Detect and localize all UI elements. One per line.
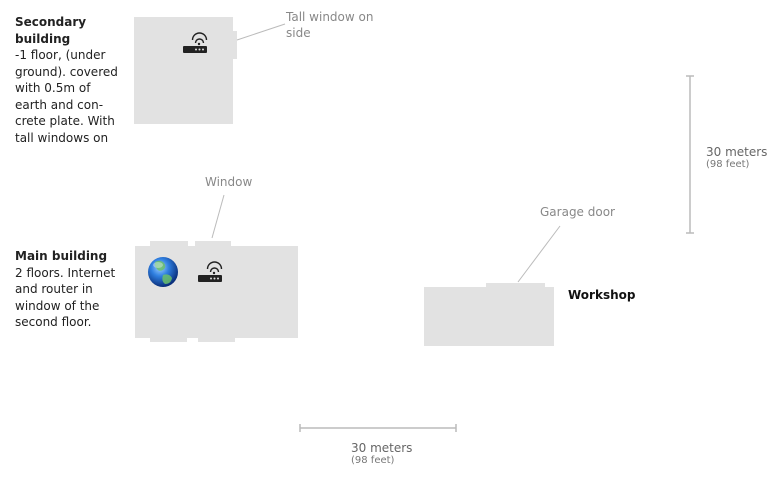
horizontal-scale-label: 30 meters (98 feet) bbox=[351, 441, 412, 466]
vertical-scale-feet: (98 feet) bbox=[706, 159, 750, 170]
secondary-building bbox=[134, 17, 233, 124]
garage-door-callout-label: Garage door bbox=[540, 205, 615, 219]
vertical-scale-label: 30 meters (98 feet) bbox=[706, 145, 767, 170]
horizontal-scale-bar bbox=[299, 424, 457, 432]
wifi-router-icon bbox=[183, 32, 208, 53]
secondary-building-title: Secondary building bbox=[15, 15, 87, 46]
workshop-garage-door bbox=[486, 283, 545, 288]
secondary-building-text: -1 floor, (under ground). covered with 0… bbox=[15, 48, 118, 145]
garage-door-callout-line bbox=[517, 225, 561, 283]
main-building-title: Main building bbox=[15, 249, 108, 263]
tall-window-callout-line bbox=[236, 23, 286, 41]
main-building-bottom-ledge-2 bbox=[198, 337, 235, 342]
workshop-building bbox=[424, 287, 554, 346]
tall-window-callout-label: Tall window on side bbox=[286, 10, 374, 40]
globe-icon bbox=[148, 257, 178, 287]
main-building-window-1 bbox=[150, 241, 188, 247]
vertical-scale-meters: 30 meters bbox=[706, 145, 768, 159]
main-building-window-2 bbox=[195, 241, 231, 247]
window-callout-label: Window bbox=[205, 175, 253, 189]
secondary-building-tall-window bbox=[233, 31, 237, 59]
main-building-bottom-ledge-1 bbox=[150, 337, 187, 342]
main-building-text: 2 floors. Internet and router in window … bbox=[15, 265, 116, 330]
window-callout-line bbox=[211, 194, 225, 239]
vertical-scale-bar bbox=[686, 75, 694, 234]
wifi-router-icon bbox=[198, 261, 223, 282]
horizontal-scale-meters: 30 meters bbox=[351, 441, 413, 455]
secondary-building-description: Secondary building -1 floor, (under grou… bbox=[15, 14, 120, 146]
horizontal-scale-feet: (98 feet) bbox=[351, 455, 395, 466]
main-building-description: Main building 2 floors. Internet and rou… bbox=[15, 248, 123, 331]
workshop-label: Workshop bbox=[568, 288, 636, 302]
